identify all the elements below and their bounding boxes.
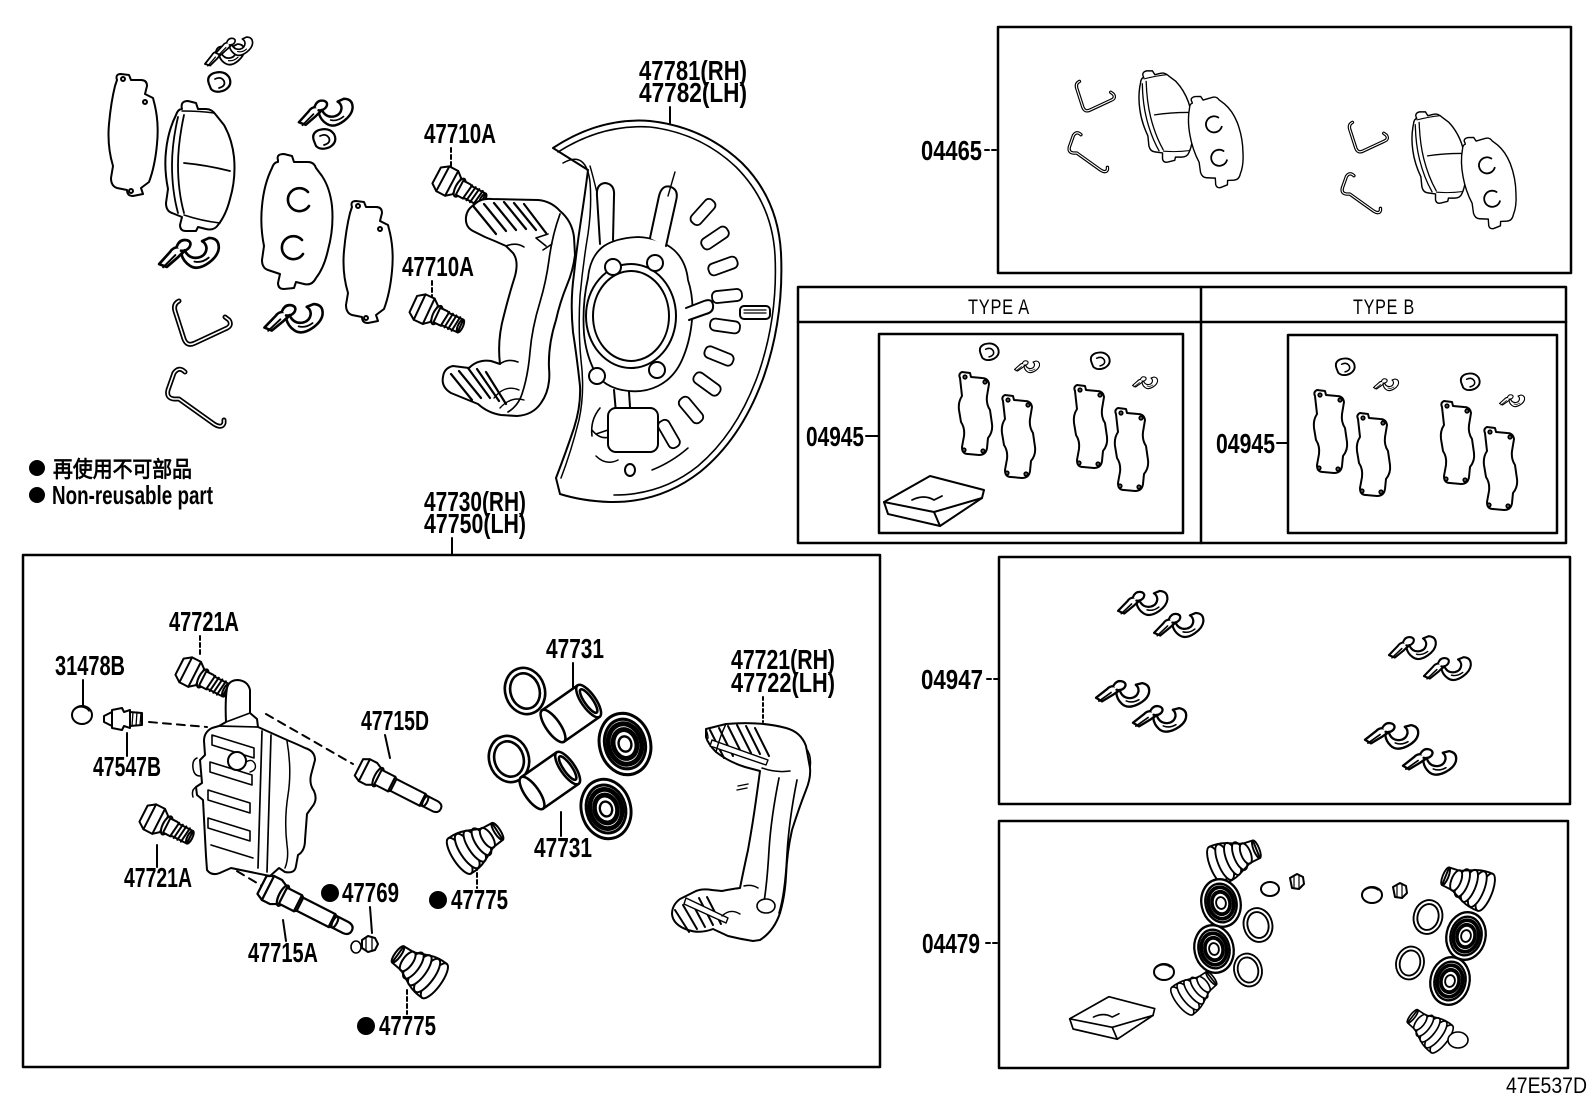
svg-text:04465: 04465 [921, 135, 982, 166]
svg-text:47722(LH): 47722(LH) [731, 667, 835, 698]
svg-text:47731: 47731 [534, 832, 592, 863]
svg-text:47E537D: 47E537D [1506, 1073, 1587, 1098]
svg-text:47710A: 47710A [402, 251, 474, 282]
svg-text:04945: 04945 [1216, 428, 1275, 459]
svg-text:47769: 47769 [342, 877, 399, 908]
svg-text:47775: 47775 [451, 884, 508, 915]
svg-text:04945: 04945 [806, 421, 864, 452]
svg-text:47715A: 47715A [248, 937, 318, 968]
svg-text:47750(LH): 47750(LH) [424, 508, 526, 539]
svg-text:47715D: 47715D [361, 705, 429, 736]
svg-text:再使用不可部品: 再使用不可部品 [53, 457, 192, 482]
svg-text:04479: 04479 [922, 928, 980, 959]
svg-text:47721(RH): 47721(RH) [731, 644, 835, 675]
svg-text:47710A: 47710A [424, 118, 496, 149]
svg-text:47782(LH): 47782(LH) [639, 77, 747, 108]
svg-text:04947: 04947 [921, 664, 983, 695]
svg-text:47730(RH): 47730(RH) [424, 486, 526, 517]
svg-text:47721A: 47721A [124, 862, 192, 893]
svg-text:TYPE B: TYPE B [1353, 296, 1415, 319]
svg-text:47731: 47731 [546, 633, 604, 664]
svg-text:TYPE A: TYPE A [968, 296, 1030, 319]
svg-text:47721A: 47721A [169, 606, 239, 637]
svg-text:Non-reusable part: Non-reusable part [52, 480, 213, 510]
svg-text:31478B: 31478B [55, 650, 125, 681]
svg-text:47781(RH): 47781(RH) [639, 55, 747, 86]
svg-text:47775: 47775 [379, 1010, 436, 1041]
